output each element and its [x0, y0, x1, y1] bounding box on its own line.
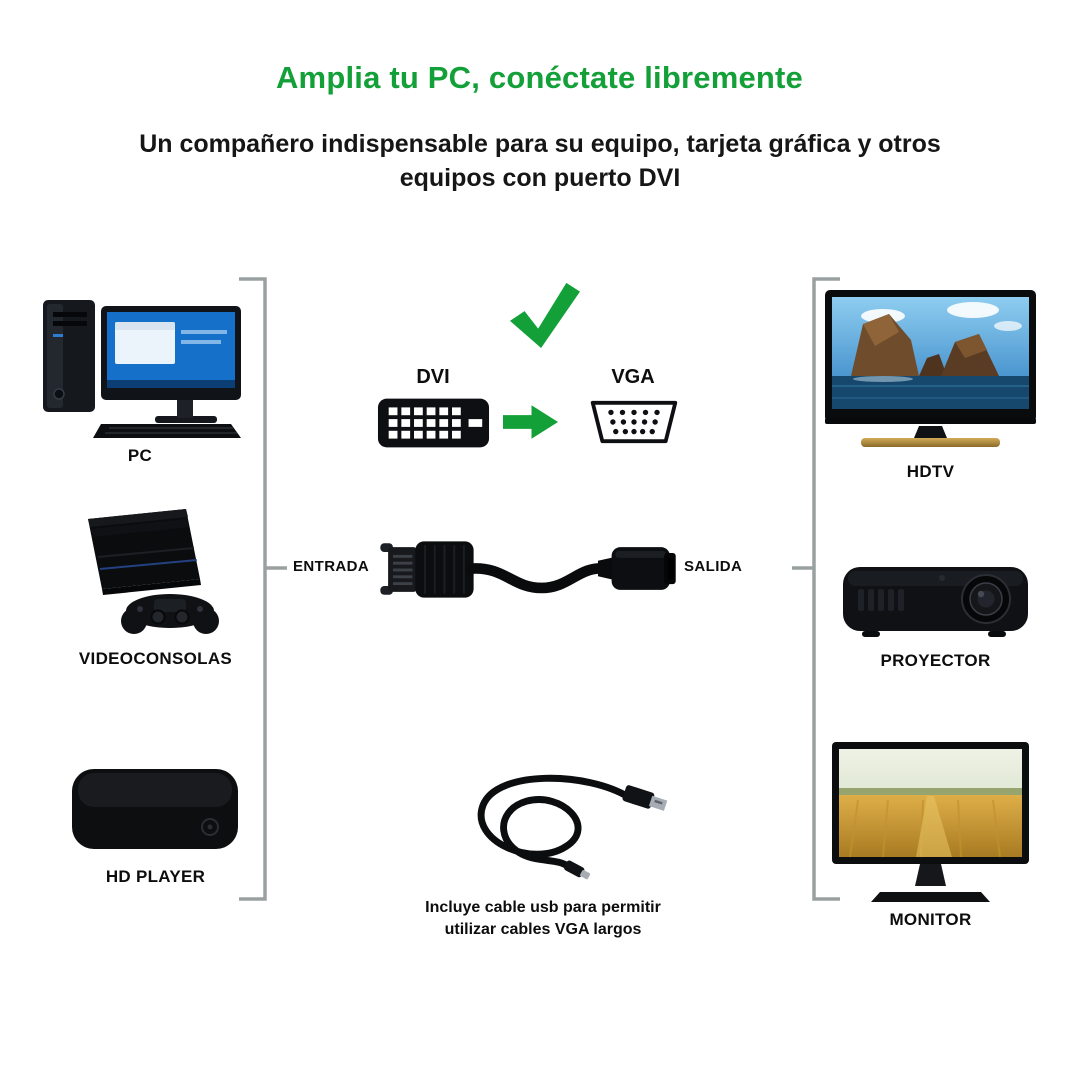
game-console-illustration: [88, 509, 219, 634]
usb-note: Incluye cable usb para permitir utilizar…: [382, 897, 704, 942]
device-videoconsolas: VIDEOCONSOLAS: [58, 505, 253, 669]
device-hdtv: HDTV: [823, 288, 1038, 482]
device-monitor: MONITOR: [828, 740, 1033, 930]
usb-note-line1: Incluye cable usb para permitir: [425, 899, 661, 916]
hdtv-illustration: [825, 290, 1036, 447]
salida-label: SALIDA: [684, 558, 743, 575]
adapter-cable-image: [378, 518, 680, 621]
entrada-label: ENTRADA: [293, 558, 370, 575]
vga-label: VGA: [611, 366, 655, 388]
device-pc: PC: [35, 290, 245, 466]
right-bracket: [791, 277, 841, 901]
left-bracket: [238, 277, 288, 901]
right-bracket-shape: [792, 277, 840, 901]
usb-note-line2: utilizar cables VGA largos: [444, 921, 642, 939]
device-label-monitor: MONITOR: [889, 910, 972, 929]
device-label-proyector: PROYECTOR: [880, 651, 991, 670]
page-subtitle: Un compañero indispensable para su equip…: [139, 130, 941, 192]
vga-connector-icon: [584, 398, 684, 446]
left-bracket-shape: [239, 277, 287, 901]
pc-illustration: [43, 300, 241, 438]
check-icon: [505, 280, 583, 350]
device-proyector: PROYECTOR: [838, 557, 1033, 671]
dvi-label: DVI: [416, 366, 450, 388]
page-title: Amplia tu PC, conéctate libremente: [275, 60, 804, 95]
device-label-hdtv: HDTV: [906, 462, 955, 481]
device-label-pc: PC: [127, 446, 153, 465]
monitor-illustration: [832, 742, 1029, 902]
projector-illustration: [843, 567, 1028, 637]
usb-cable-image: [438, 748, 673, 886]
dvi-connector-icon: [377, 397, 490, 449]
arrow-right-icon: [503, 403, 560, 441]
hd-player-illustration: [72, 769, 238, 849]
device-hd-player: HD PLAYER: [58, 757, 253, 887]
device-label-videoconsolas: VIDEOCONSOLAS: [78, 649, 233, 668]
device-label-hd-player: HD PLAYER: [105, 867, 206, 886]
